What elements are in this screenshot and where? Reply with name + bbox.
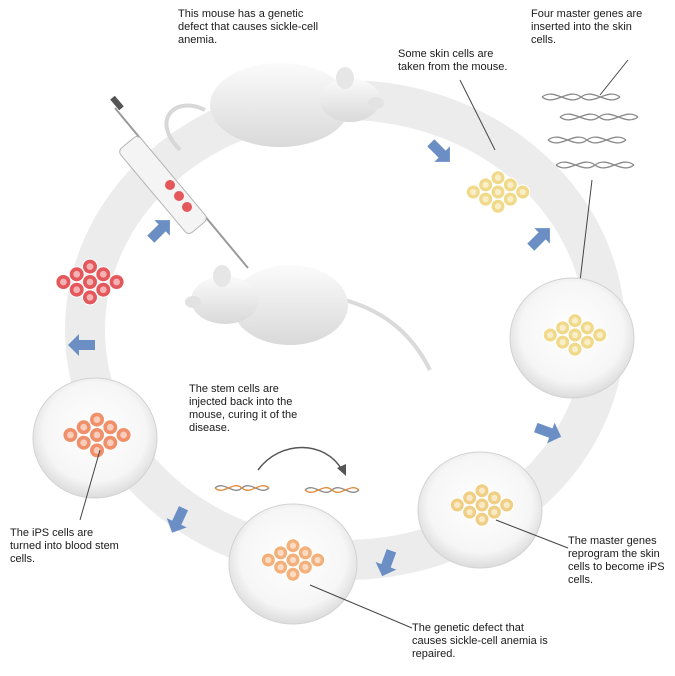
cell-nucleus [93, 431, 101, 439]
arrow-icon [337, 464, 346, 476]
cell-nucleus [314, 556, 321, 564]
cell-nucleus [93, 416, 101, 423]
cell-nucleus [289, 542, 297, 549]
arrow-icon [375, 549, 397, 577]
arrow-icon [427, 139, 450, 162]
cell-nucleus [478, 487, 486, 494]
cell-nucleus [86, 294, 94, 301]
cell-nucleus [67, 431, 74, 439]
cell-nucleus [571, 331, 579, 339]
cell-nucleus [466, 494, 473, 501]
cell-nucleus [503, 501, 510, 509]
cell-nucleus [73, 286, 81, 294]
petri-dish-icon [417, 451, 543, 569]
cell-nucleus [302, 564, 309, 571]
cell-nucleus [482, 196, 489, 203]
cell-nucleus [277, 564, 284, 571]
cell-nucleus [494, 188, 502, 196]
cell-nucleus [73, 270, 81, 278]
petri-dish-icon [32, 377, 158, 499]
cell-nucleus [93, 447, 101, 454]
cell-nucleus [507, 181, 514, 189]
cell-nucleus [120, 431, 127, 439]
mouse-icon [185, 265, 432, 371]
caption-master-genes: Four master genes are inserted into the … [531, 8, 643, 46]
cell-nucleus [302, 549, 309, 556]
arrow-icon [147, 220, 170, 243]
cell-nucleus [482, 181, 489, 189]
caption-stem-injected: The stem cells are injected back into th… [189, 383, 298, 434]
petri-dish-icon [509, 277, 635, 399]
mouse-icon [164, 63, 384, 152]
syringe-icon [110, 95, 249, 269]
cell-nucleus [584, 339, 591, 346]
cell-nucleus [60, 278, 67, 286]
cell-nucleus [584, 324, 591, 331]
arrow-icon [527, 228, 550, 251]
cell-nucleus [491, 494, 498, 501]
dna-icon [214, 485, 360, 493]
cell-nucleus [478, 501, 486, 509]
cell-cluster-icon [55, 258, 125, 306]
cell-nucleus [113, 278, 120, 286]
caption-mouse-defect: This mouse has a genetic defect that cau… [178, 8, 319, 46]
caption-reprogram: The master genes reprogram the skin cell… [568, 535, 665, 586]
caption-skin-cells: Some skin cells are taken from the mouse… [398, 48, 508, 73]
callout-line [309, 584, 413, 629]
callout-line [79, 449, 101, 521]
arrow-icon [166, 506, 189, 533]
cell-nucleus [86, 263, 94, 270]
cell-nucleus [470, 188, 477, 196]
curved-arrow [257, 446, 343, 471]
cell-nucleus [596, 331, 603, 339]
cell-nucleus [494, 203, 502, 210]
cell-nucleus [478, 516, 486, 523]
cell-nucleus [559, 339, 566, 346]
callout-line [495, 519, 569, 549]
cell-nucleus [571, 317, 579, 324]
cell-nucleus [559, 324, 566, 331]
cell-nucleus [494, 174, 502, 181]
cell-nucleus [519, 188, 526, 196]
arrow-icon [534, 422, 562, 444]
cell-nucleus [106, 439, 114, 447]
cell-nucleus [571, 346, 579, 353]
cell-nucleus [289, 556, 297, 564]
callout-line [599, 59, 629, 96]
cell-nucleus [277, 549, 284, 556]
cell-nucleus [289, 571, 297, 578]
cell-nucleus [491, 509, 498, 516]
cell-nucleus [86, 278, 94, 286]
cell-nucleus [99, 270, 107, 278]
cell-nucleus [507, 196, 514, 203]
arrow-icon [68, 334, 95, 356]
cell-nucleus [80, 439, 88, 447]
cell-nucleus [454, 501, 461, 509]
cell-nucleus [99, 286, 107, 294]
cell-cluster-icon [465, 170, 531, 214]
caption-ips-blood: The iPS cells are turned into blood stem… [10, 527, 119, 565]
caption-repaired: The genetic defect that causes sickle-ce… [412, 622, 548, 660]
callout-line [459, 79, 496, 151]
cell-nucleus [466, 509, 473, 516]
cell-nucleus [547, 331, 554, 339]
cell-nucleus [265, 556, 272, 564]
dna-icon [541, 93, 639, 169]
cell-nucleus [106, 423, 114, 431]
petri-dish-icon [228, 503, 358, 625]
cell-nucleus [80, 423, 88, 431]
